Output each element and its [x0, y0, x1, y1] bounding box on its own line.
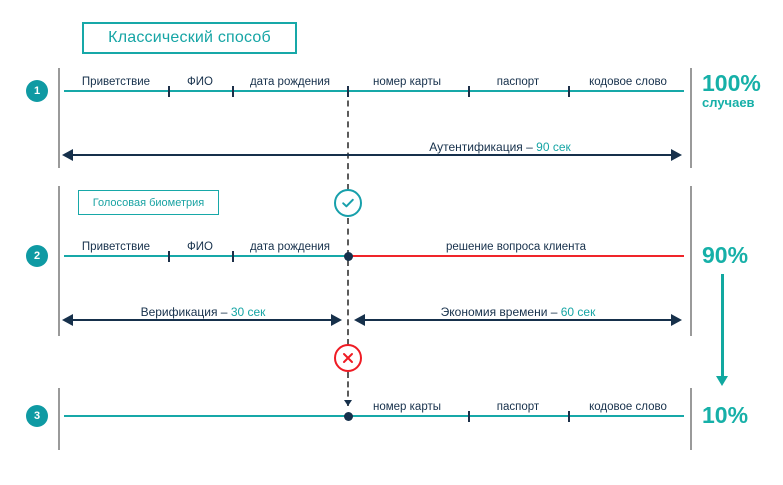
dashed-connector-mid1 [347, 218, 349, 256]
main-title-box: Классический способ [82, 22, 297, 54]
down-arrow-icon [716, 274, 728, 386]
tick-row3-2 [568, 411, 570, 422]
measure-arrow-3 [354, 314, 682, 326]
measure-label-1-value: 90 сек [536, 140, 571, 154]
segment-label-row3-3: кодовое слово [589, 401, 667, 413]
measure-label-3: Экономия времени – 60 сек [441, 305, 596, 319]
measure-label-2-text: Верификация – [140, 305, 231, 319]
measure-label-1: Аутентификация – 90 сек [429, 140, 571, 154]
segment-label-row2-1: Приветствие [81, 241, 151, 253]
left-separator-row3 [58, 388, 60, 450]
caret-row-3 [344, 400, 352, 406]
timeline-row-2-teal [64, 255, 348, 257]
arrowhead-left-2 [62, 314, 73, 326]
arrowhead-right-3 [671, 314, 682, 326]
x-circle-icon [334, 344, 362, 372]
left-separator-row2 [58, 186, 60, 336]
segment-label-row2-red: решение вопроса клиента [445, 241, 587, 253]
percent-row-1: 100% [702, 70, 761, 96]
measure-label-2-value: 30 сек [230, 305, 266, 319]
right-separator-row3 [690, 388, 692, 450]
row-badge-1: 1 [26, 80, 48, 102]
tick-row2-1 [168, 251, 170, 262]
biometry-badge-box: Голосовая биометрия [78, 190, 219, 215]
segment-label-row1-4: номер карты [373, 76, 441, 88]
measure-label-2: Верификация – 30 сек [141, 305, 266, 319]
tick-row1-2 [232, 86, 234, 97]
junction-dot-row-2 [344, 252, 353, 261]
percent-row-3: 10% [702, 402, 749, 428]
timeline-row-1 [64, 90, 684, 92]
measure-label-3-text: Экономия времени – [440, 305, 561, 319]
right-separator-row2 [690, 186, 692, 336]
arrowline-3 [365, 319, 671, 321]
measure-label-1-text: Аутентификация – [429, 140, 537, 154]
tick-row1-3 [347, 86, 349, 97]
segment-label-row2-3: дата рождения [249, 241, 331, 253]
segment-label-row1-5: паспорт [496, 76, 540, 88]
arrowhead-right-2 [331, 314, 342, 326]
percent-row-2: 90% [702, 242, 749, 268]
measure-arrow-2 [62, 314, 342, 326]
biometry-badge-label: Голосовая биометрия [92, 196, 205, 209]
segment-label-row1-2: ФИО [187, 76, 213, 88]
tick-row1-1 [168, 86, 170, 97]
left-separator-row1 [58, 68, 60, 168]
row-badge-1-label: 1 [33, 85, 41, 97]
arrowhead-left-1 [62, 149, 73, 161]
right-separator-row1 [690, 68, 692, 168]
arrowhead-left-3 [354, 314, 365, 326]
tick-row1-4 [468, 86, 470, 97]
measure-label-3-value: 60 сек [560, 305, 596, 319]
row-badge-3-label: 3 [33, 410, 41, 422]
dashed-connector-mid2 [347, 260, 349, 345]
row-badge-2-label: 2 [33, 250, 41, 262]
down-arrow-stem [720, 274, 724, 376]
timeline-row-3 [64, 415, 684, 417]
check-circle-icon [334, 189, 362, 217]
measure-arrow-1 [62, 149, 682, 161]
arrowline-1 [73, 154, 671, 156]
percent-sub-row-1: случаев [702, 95, 755, 110]
segment-label-row1-3: дата рождения [249, 76, 331, 88]
segment-label-row3-1: номер карты [373, 401, 441, 413]
segment-label-row1-1: Приветствие [81, 76, 151, 88]
segment-label-row3-2: паспорт [496, 401, 540, 413]
timeline-row-2-red [348, 255, 684, 257]
down-arrow-head [716, 376, 728, 386]
tick-row3-1 [468, 411, 470, 422]
arrowhead-right-1 [671, 149, 682, 161]
tick-row1-5 [568, 86, 570, 97]
page-title: Классический способ [108, 29, 271, 46]
segment-label-row2-2: ФИО [187, 241, 213, 253]
tick-row2-2 [232, 251, 234, 262]
row-badge-3: 3 [26, 405, 48, 427]
arrowline-2 [73, 319, 331, 321]
dashed-connector-top [347, 90, 349, 190]
junction-dot-row-3 [344, 412, 353, 421]
row-badge-2: 2 [26, 245, 48, 267]
segment-label-row1-6: кодовое слово [589, 76, 667, 88]
dashed-connector-bottom [347, 372, 349, 406]
